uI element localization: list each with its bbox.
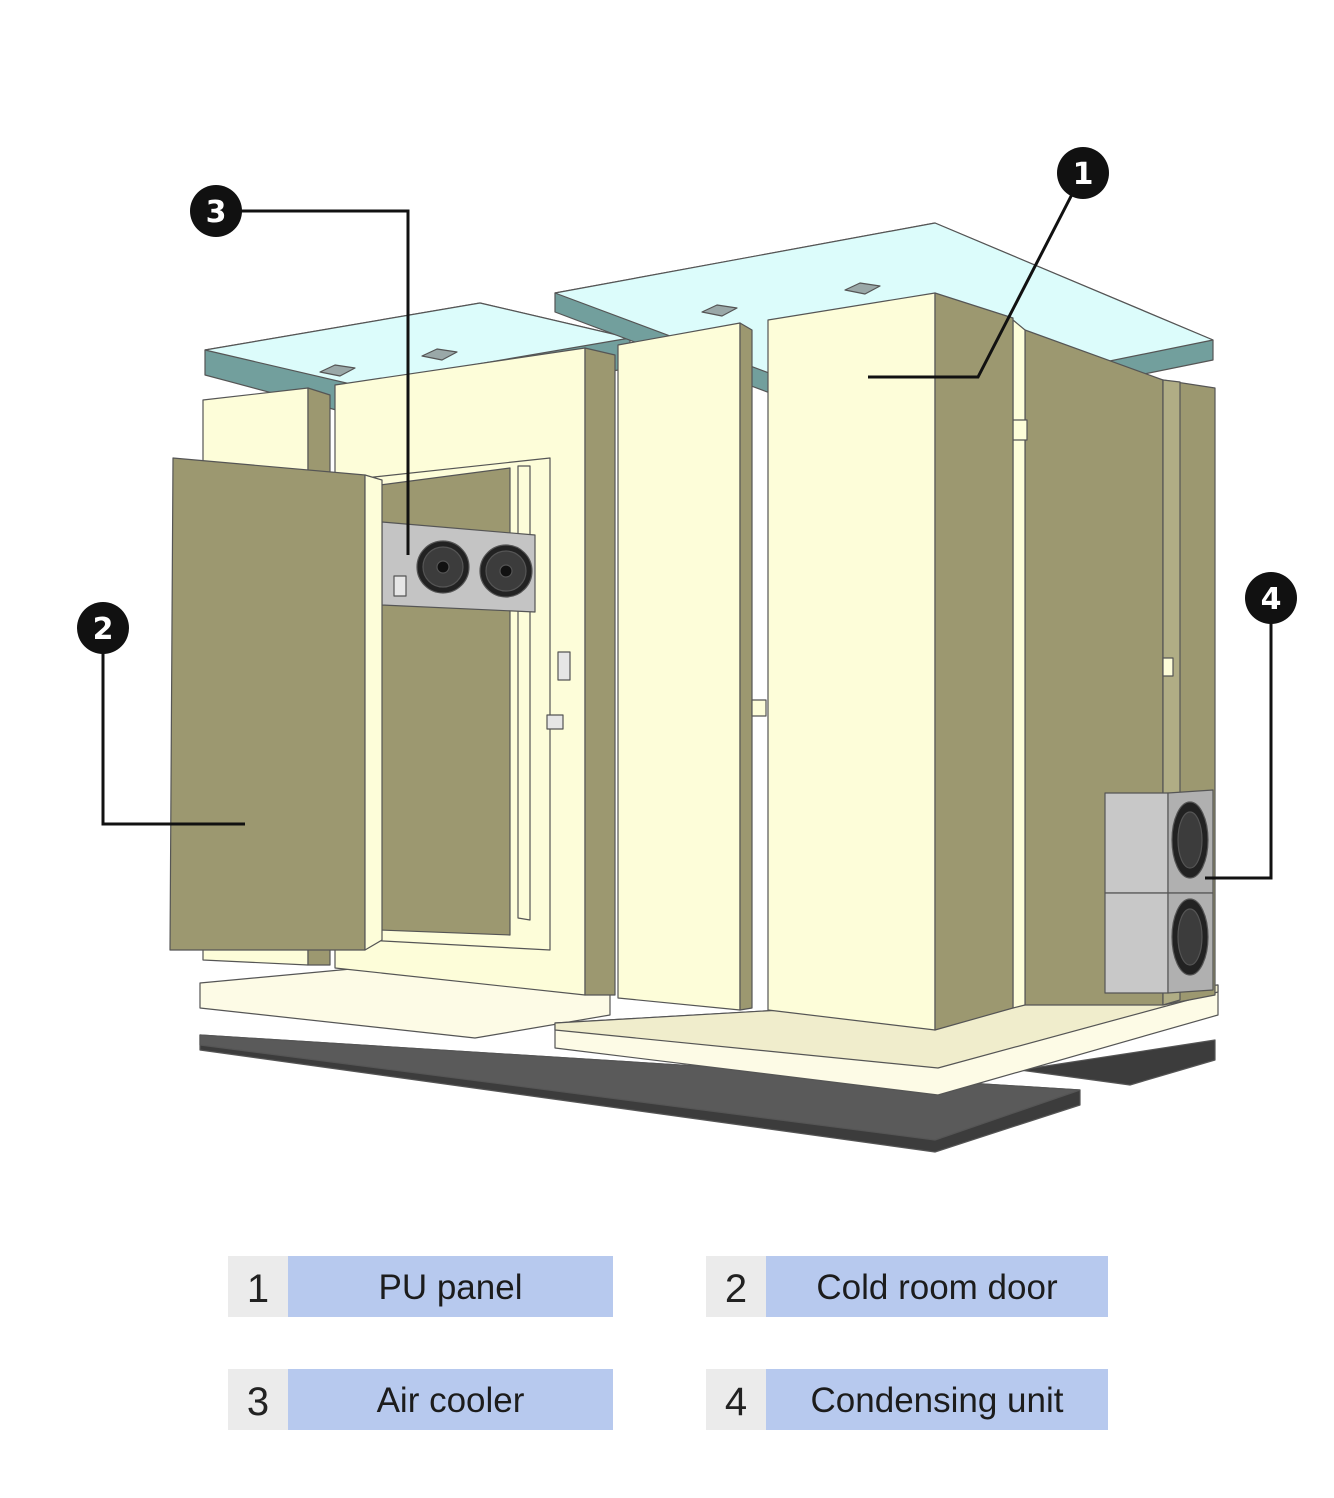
svg-text:1: 1	[1073, 157, 1094, 192]
callout-3: 3	[190, 185, 242, 237]
legend-item-2: 2 Cold room door	[706, 1256, 1108, 1317]
legend-label: PU panel	[288, 1256, 613, 1317]
legend-number: 4	[706, 1369, 766, 1430]
door-handle	[546, 651, 571, 730]
legend-item-1: 1 PU panel	[228, 1256, 613, 1317]
legend-item-4: 4 Condensing unit	[706, 1369, 1108, 1430]
legend-number: 2	[706, 1256, 766, 1317]
legend-label: Condensing unit	[766, 1369, 1108, 1430]
air-cooler	[381, 521, 536, 613]
cold-room-diagram: 1 2 3 4	[77, 147, 1297, 1153]
svg-text:3: 3	[206, 195, 227, 230]
svg-text:4: 4	[1261, 582, 1282, 617]
cold-room-door	[169, 457, 383, 951]
front-pu-panels	[617, 292, 1014, 1031]
callout-4: 4	[1245, 572, 1297, 624]
legend-item-3: 3 Air cooler	[228, 1369, 613, 1430]
legend-label: Cold room door	[766, 1256, 1108, 1317]
legend-number: 3	[228, 1369, 288, 1430]
base-frame	[199, 1034, 1216, 1153]
callout-1: 1	[1057, 147, 1109, 199]
legend-label: Air cooler	[288, 1369, 613, 1430]
condensing-unit	[1104, 789, 1214, 994]
svg-text:2: 2	[93, 612, 114, 647]
callout-2: 2	[77, 602, 129, 654]
legend-number: 1	[228, 1256, 288, 1317]
leader-lines	[101, 172, 1273, 880]
